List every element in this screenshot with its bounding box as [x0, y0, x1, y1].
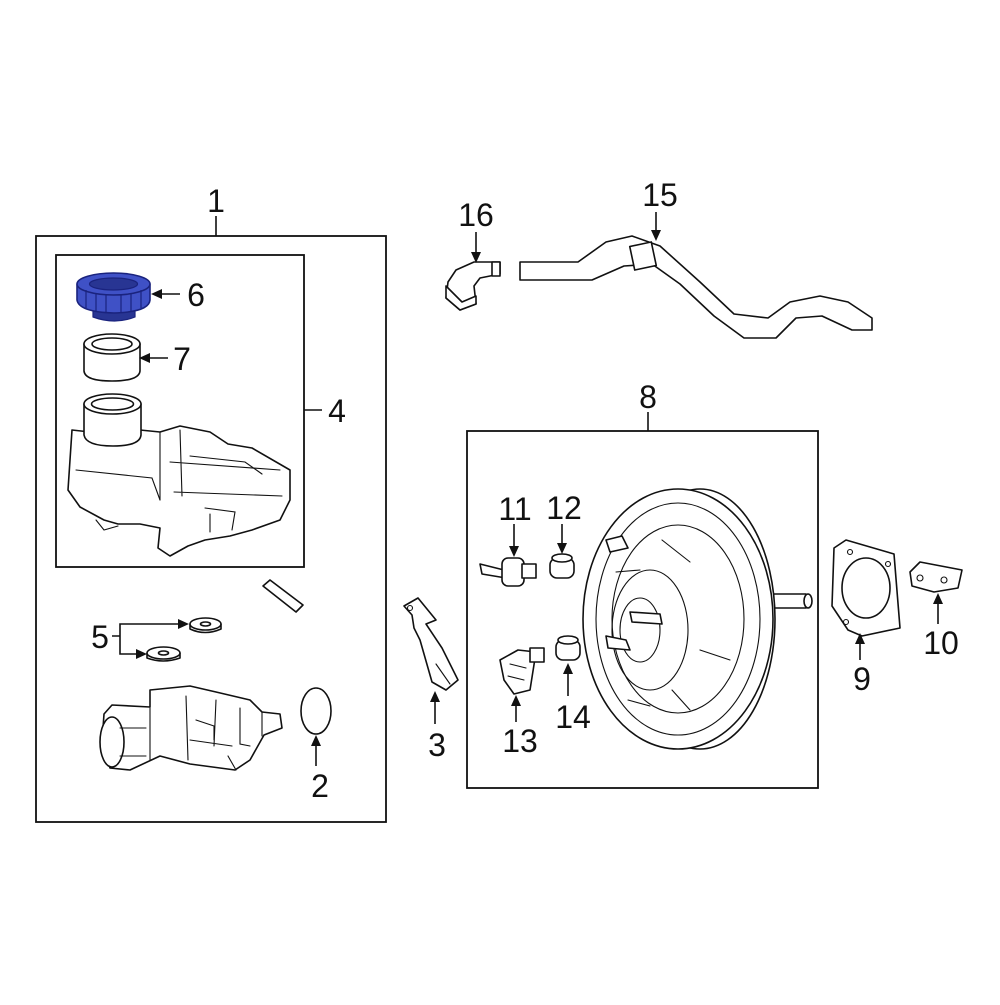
grommet-upper[interactable]	[189, 617, 222, 634]
leader-lines	[112, 212, 943, 766]
part-10-clip[interactable]	[909, 561, 963, 593]
master-cylinder-body[interactable]	[99, 685, 283, 771]
callout-labels: 1 2 3 4 5 6 7 8 9 10 11 12 13 14 15 16	[91, 177, 959, 804]
callout-5[interactable]: 5	[91, 619, 109, 655]
callout-12[interactable]: 12	[546, 490, 582, 526]
part-9-gasket[interactable]	[831, 539, 901, 637]
grommet-lower[interactable]	[146, 646, 181, 662]
part-2-o-ring[interactable]	[300, 687, 332, 735]
callout-10[interactable]: 10	[923, 625, 959, 661]
callout-1[interactable]: 1	[207, 183, 225, 219]
callout-11[interactable]: 11	[498, 491, 531, 527]
callout-13[interactable]: 13	[502, 723, 538, 759]
part-6-reservoir-cap[interactable]	[76, 272, 151, 322]
reservoir-pin[interactable]	[262, 579, 304, 613]
callout-7[interactable]: 7	[173, 341, 191, 377]
part-15-vacuum-hose[interactable]	[519, 235, 873, 339]
part-16-connector[interactable]	[445, 261, 501, 311]
callout-9[interactable]: 9	[853, 661, 871, 697]
part-14-grommet[interactable]	[555, 635, 581, 661]
part-13-sensor[interactable]	[499, 647, 545, 695]
callout-6[interactable]: 6	[187, 277, 205, 313]
callout-4[interactable]: 4	[328, 393, 346, 429]
callout-8[interactable]: 8	[639, 379, 657, 415]
callout-16[interactable]: 16	[458, 197, 494, 233]
callout-15[interactable]: 15	[642, 177, 678, 213]
part-7-strainer[interactable]	[83, 333, 141, 382]
part-12-grommet[interactable]	[549, 553, 575, 579]
part-11-check-valve[interactable]	[479, 557, 537, 587]
brake-booster[interactable]	[582, 488, 813, 750]
reservoir-box-4	[55, 254, 305, 568]
part-3-bracket[interactable]	[403, 597, 459, 691]
callout-3[interactable]: 3	[428, 727, 446, 763]
callout-2[interactable]: 2	[311, 768, 329, 804]
part-4-reservoir[interactable]	[67, 393, 291, 557]
part-5-grommets[interactable]	[146, 579, 304, 662]
assembly-box-1	[35, 235, 387, 823]
booster-box-8	[466, 430, 819, 789]
callout-14[interactable]: 14	[555, 699, 591, 735]
